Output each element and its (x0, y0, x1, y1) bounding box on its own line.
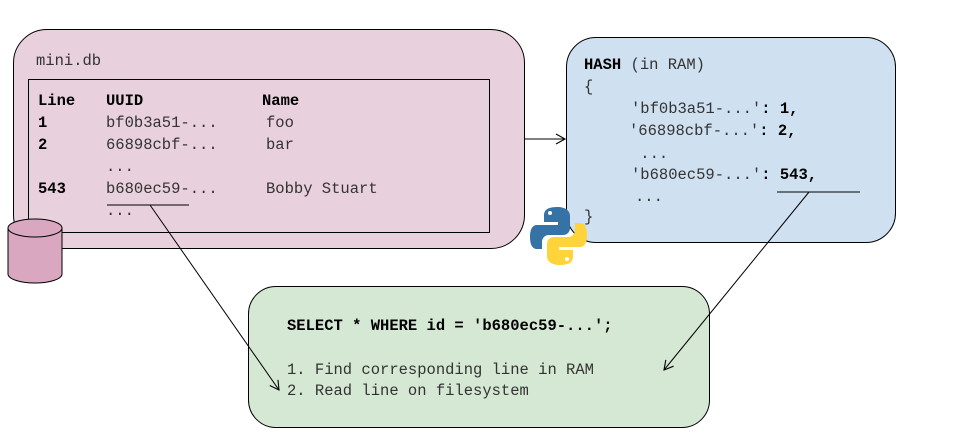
hash-open-brace: { (584, 78, 594, 96)
hash-panel: HASH (in RAM) { 'bf0b3a51-...': 1, '6689… (566, 37, 896, 243)
hash-key: '66898cbf-...' (629, 122, 760, 140)
hash-key: 'bf0b3a51-...' (631, 100, 762, 118)
hash-separator: : (761, 166, 780, 184)
row-name: Bobby Stuart (266, 180, 378, 198)
hash-close-brace: } (584, 208, 594, 226)
hash-value: 1, (779, 100, 799, 118)
row-name: foo (266, 114, 294, 132)
row-ellipsis: ... (106, 158, 134, 176)
row-uuid: bf0b3a51-... (106, 114, 218, 132)
sql-query: SELECT * WHERE id = 'b680ec59-...'; (287, 317, 613, 335)
step-2: 2. Read line on filesystem (287, 382, 529, 400)
db-title: mini.db (36, 52, 102, 70)
row-line: 1 (38, 114, 48, 132)
hash-key: 'b680ec59-...' (631, 166, 762, 184)
row-uuid: 66898cbf-... (106, 136, 218, 154)
hash-value: 543, (779, 166, 818, 184)
row-line: 543 (38, 180, 66, 198)
hash-entry: '66898cbf-...': 2, (629, 122, 796, 140)
hash-separator: : (761, 100, 780, 118)
hash-entry: 'bf0b3a51-...': 1, (631, 100, 798, 118)
db-table: Line UUID Name 1 bf0b3a51-... foo 2 6689… (28, 79, 490, 233)
hash-ellipsis: ... (635, 188, 663, 206)
row-line: 2 (38, 136, 48, 154)
step-1: 1. Find corresponding line in RAM (287, 361, 594, 379)
row-name: bar (266, 136, 294, 154)
hash-entry: 'b680ec59-...': 543, (631, 166, 817, 184)
query-panel: SELECT * WHERE id = 'b680ec59-...'; 1. F… (248, 286, 710, 428)
hash-subtitle: (in RAM) (630, 56, 705, 74)
hash-value: 2, (777, 122, 797, 140)
column-header-line: Line (38, 92, 76, 110)
row-ellipsis: ... (106, 202, 134, 220)
column-header-uuid: UUID (106, 92, 144, 110)
hash-separator: : (759, 122, 778, 140)
row-uuid: b680ec59-... (106, 180, 218, 198)
hash-title: HASH (584, 56, 622, 74)
hash-title-line: HASH (in RAM) (584, 56, 705, 74)
hash-ellipsis: ... (631, 145, 669, 163)
column-header-name: Name (262, 92, 300, 110)
